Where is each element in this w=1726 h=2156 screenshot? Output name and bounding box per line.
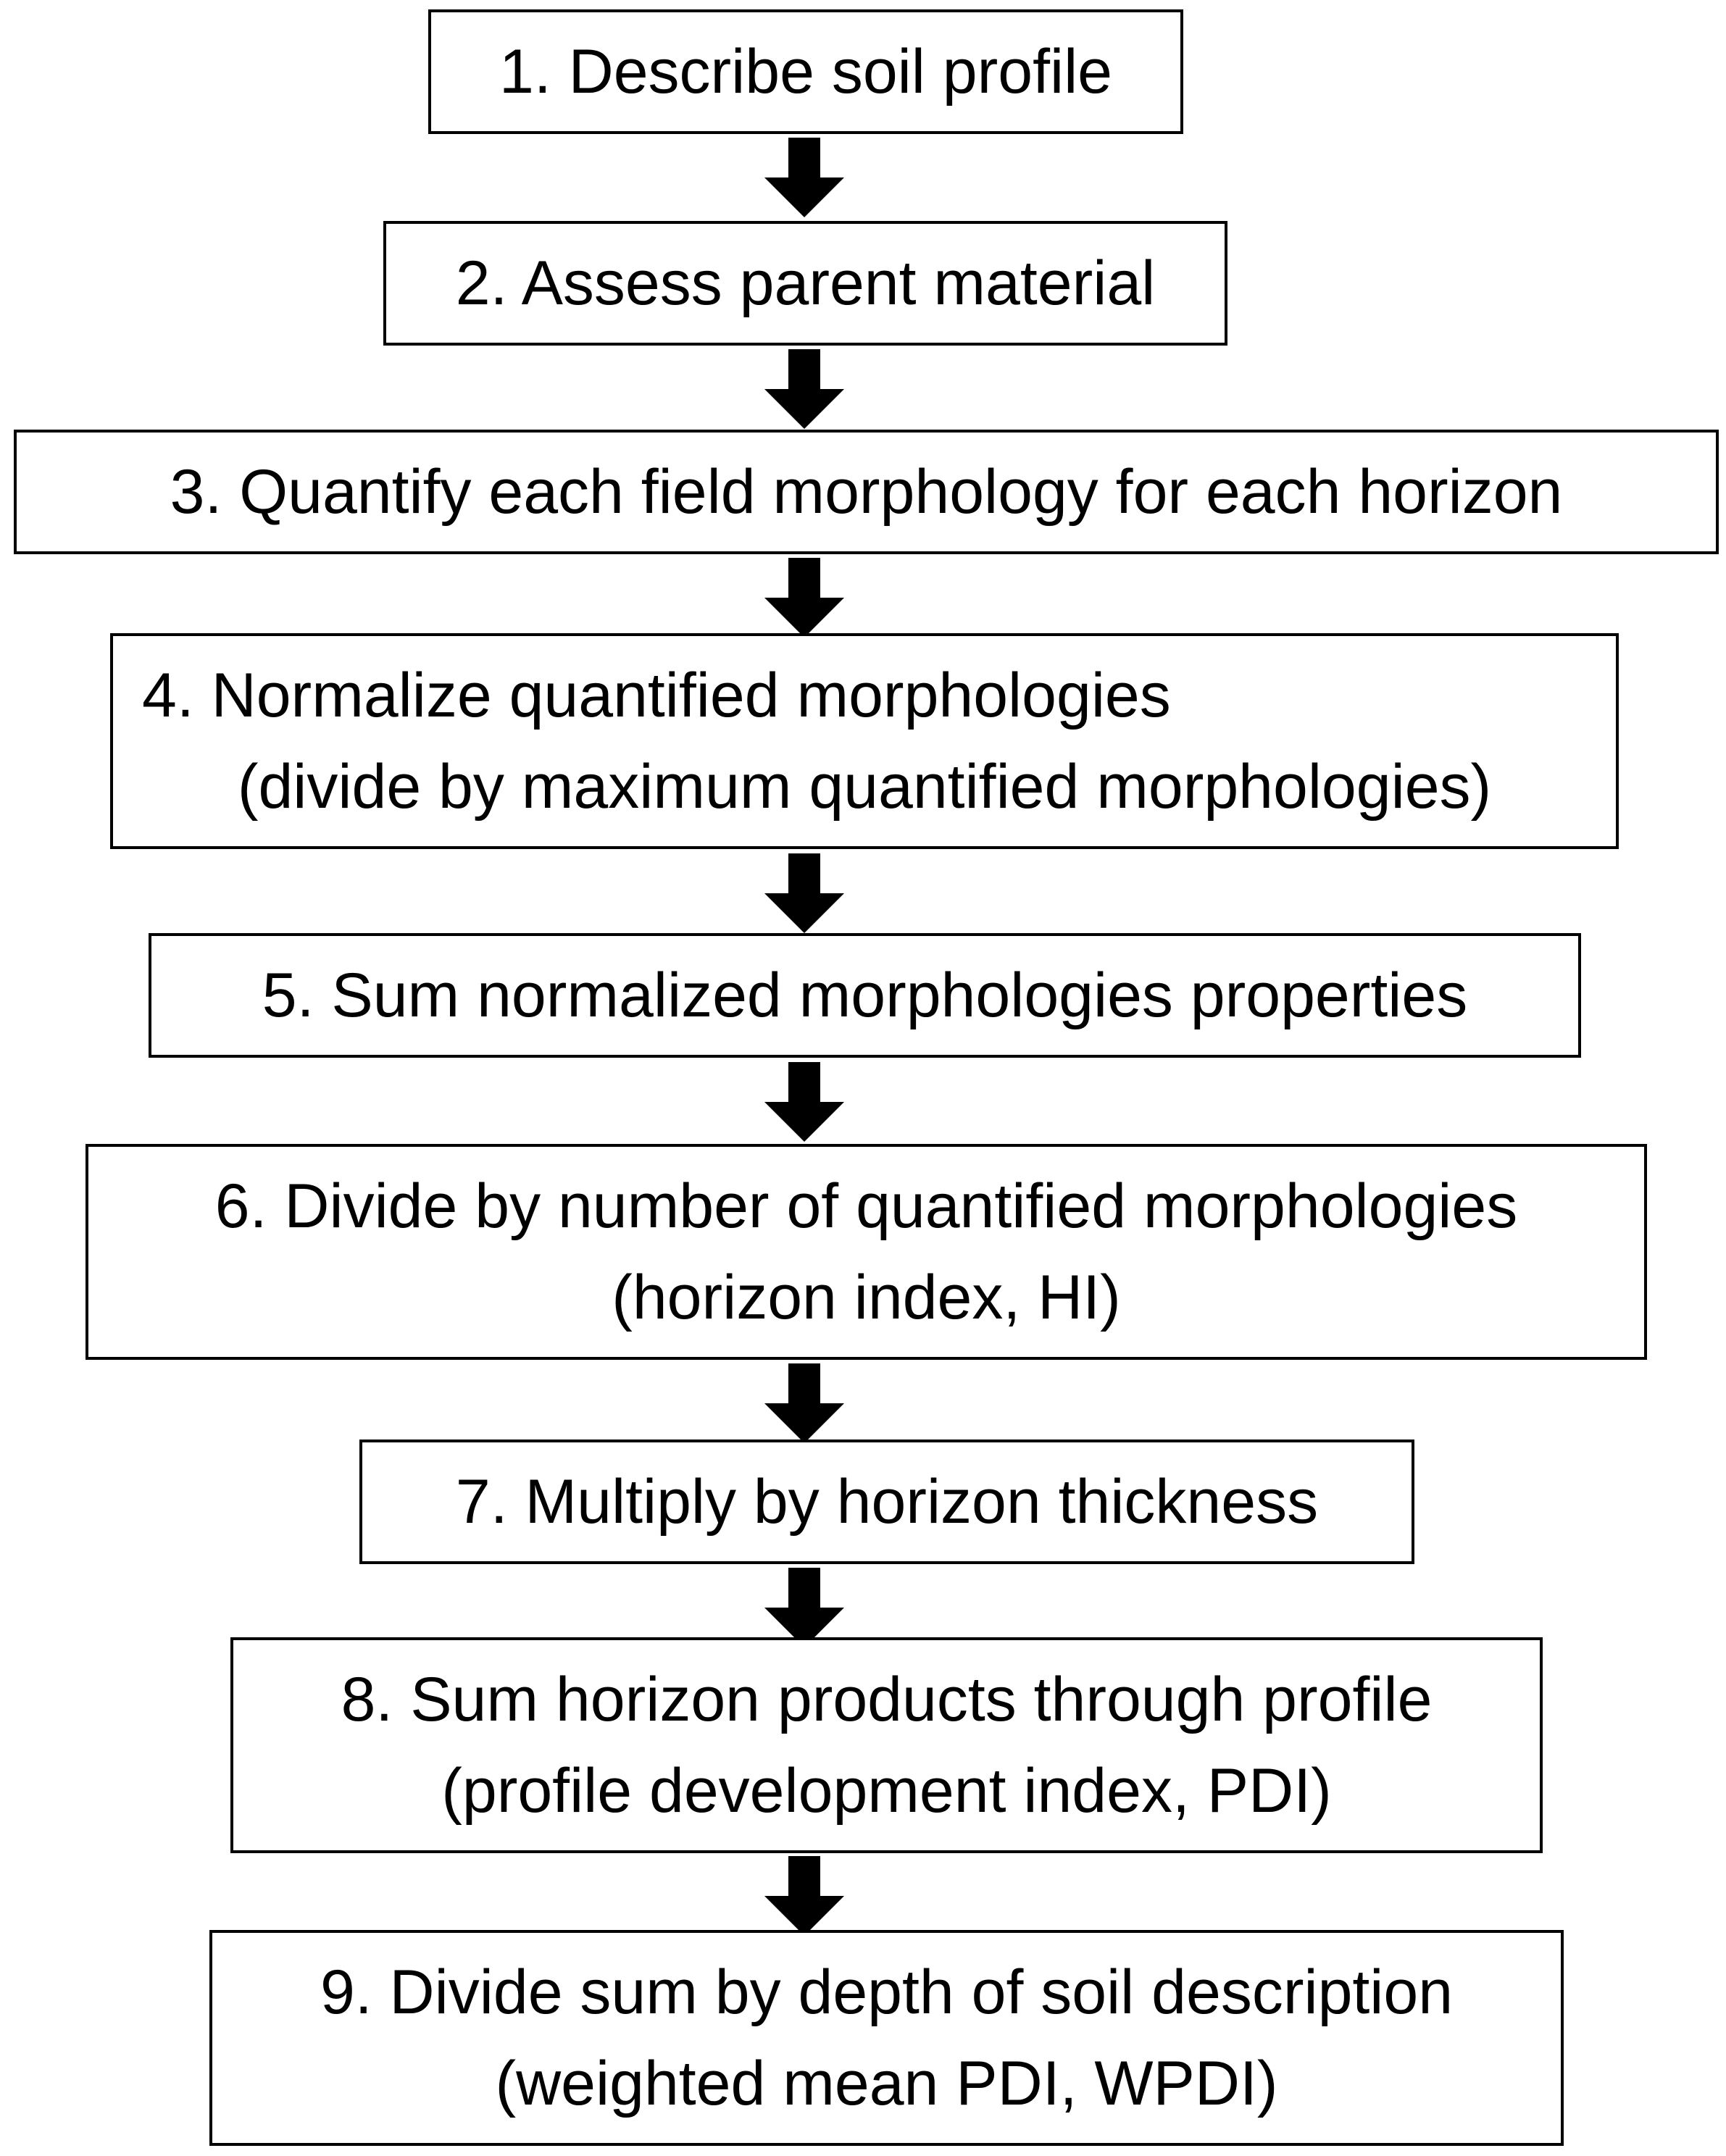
step-8-box: 8. Sum horizon products through profile … (230, 1637, 1543, 1853)
arrow-down-icon (764, 1062, 844, 1142)
arrow-down-icon (764, 853, 844, 933)
step-5-box: 5. Sum normalized morphologies propertie… (149, 933, 1581, 1058)
step-7-box: 7. Multiply by horizon thickness (359, 1440, 1414, 1564)
step-8-line-2: (profile development index, PDI) (441, 1756, 1332, 1826)
step-4-box: 4. Normalize quantified morphologies (di… (110, 633, 1619, 849)
step-7-line-1: 7. Multiply by horizon thickness (455, 1467, 1319, 1537)
step-9-line-2: (weighted mean PDI, WPDI) (495, 2049, 1278, 2118)
step-9-box: 9. Divide sum by depth of soil descripti… (209, 1930, 1564, 2146)
arrow-down-icon (764, 138, 844, 217)
step-2-box: 2. Assess parent material (383, 221, 1227, 346)
step-1-box: 1. Describe soil profile (428, 9, 1183, 134)
step-6-line-2: (horizon index, HI) (612, 1263, 1121, 1332)
step-3-box: 3. Quantify each field morphology for ea… (14, 430, 1719, 554)
step-6-box: 6. Divide by number of quantified morpho… (86, 1144, 1647, 1360)
step-3-line-1: 3. Quantify each field morphology for ea… (170, 457, 1563, 527)
arrow-down-icon (764, 1568, 844, 1647)
step-2-line-1: 2. Assess parent material (455, 248, 1156, 318)
step-1-line-1: 1. Describe soil profile (499, 37, 1113, 106)
step-5-line-1: 5. Sum normalized morphologies propertie… (262, 961, 1468, 1030)
step-8-line-1: 8. Sum horizon products through profile (341, 1665, 1433, 1734)
arrow-down-icon (764, 558, 844, 638)
step-4-line-1: 4. Normalize quantified morphologies (142, 661, 1171, 730)
step-4-line-2: (divide by maximum quantified morphologi… (237, 752, 1492, 822)
step-9-line-1: 9. Divide sum by depth of soil descripti… (320, 1957, 1454, 2027)
arrow-down-icon (764, 349, 844, 429)
arrow-down-icon (764, 1856, 844, 1936)
arrow-down-icon (764, 1363, 844, 1443)
step-6-line-1: 6. Divide by number of quantified morpho… (214, 1171, 1518, 1241)
